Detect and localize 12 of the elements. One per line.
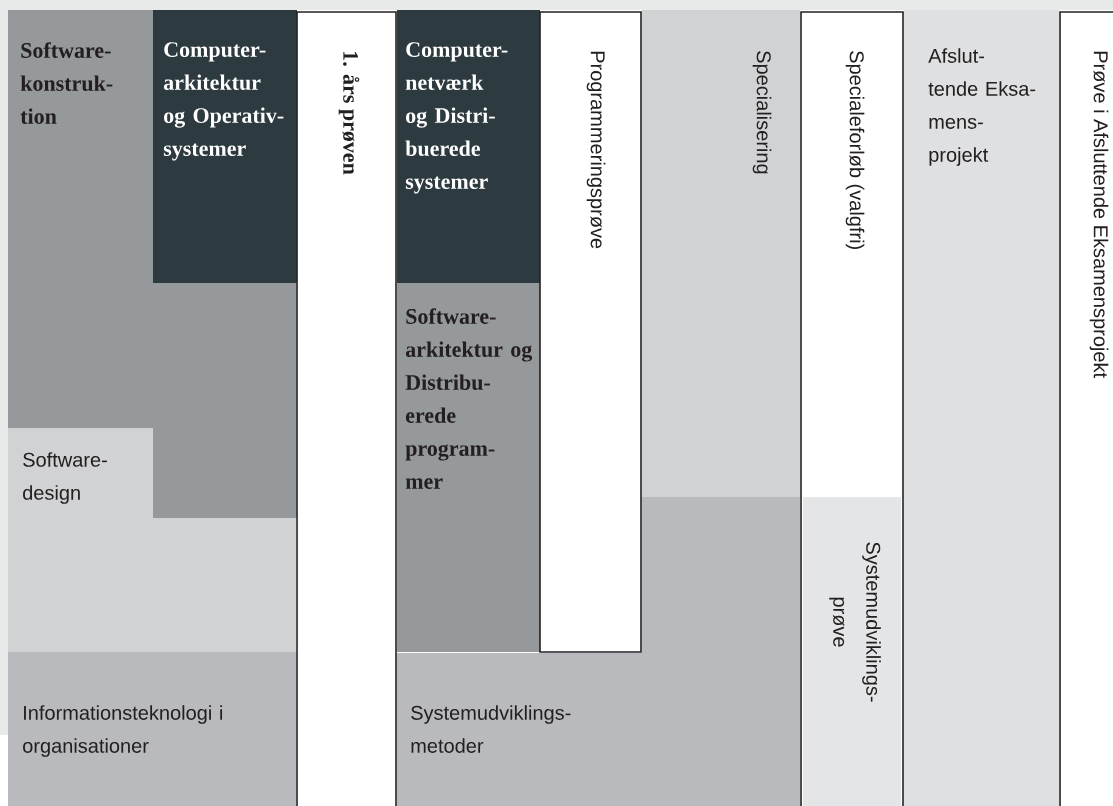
exam-column: 1. års prøven (296, 11, 397, 806)
exam-column: Programmeringsprøve (539, 11, 642, 653)
course-block: Informationsteknologi i organisationer (8, 652, 297, 806)
course-block: Systemudviklings- prøve (803, 497, 901, 806)
exam-column: Prøve i Afsluttende Eksamensprojekt (1059, 11, 1113, 806)
course-block: Software- arkitektur og Distribu- erede program- mer (397, 283, 540, 652)
course-block: Computer- arkitektur og Operativ- systemer (153, 10, 297, 283)
course-block: Systemudviklings- metoder (397, 497, 800, 806)
course-block: Afslut- tende Eksa- mens- projekt (904, 10, 1059, 806)
course-block: Specialisering (642, 10, 800, 497)
course-block: Computer- netværk og Distri- buerede systemer (397, 10, 540, 283)
course-block: Software- design (8, 428, 297, 652)
